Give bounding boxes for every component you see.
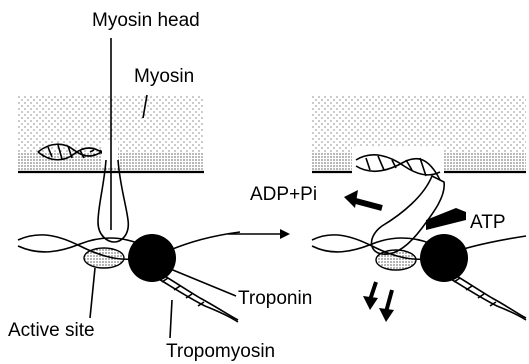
troponin-right (420, 234, 468, 282)
active-site-leader (90, 268, 95, 318)
actin-filament-right (312, 235, 526, 320)
actin-filament-left (18, 232, 240, 322)
movement-arrows (363, 282, 394, 322)
tropomyosin-leader (170, 300, 172, 338)
label-myosin-head: Myosin head (92, 10, 200, 31)
myosin-neck-right (352, 146, 444, 190)
active-site-right (376, 250, 416, 270)
left-panel (18, 38, 240, 322)
label-atp: ATP (470, 212, 506, 233)
label-active-site: Active site (8, 320, 95, 341)
troponin-leader (168, 268, 236, 296)
right-panel (312, 95, 526, 322)
label-tropomyosin: Tropomyosin (166, 341, 275, 362)
label-myosin: Myosin (134, 66, 194, 87)
atp-arrow (426, 208, 466, 230)
active-site-left (84, 248, 124, 268)
label-adp-pi: ADP+Pi (250, 184, 317, 205)
adp-pi-arrow (344, 190, 382, 208)
label-troponin: Troponin (238, 288, 312, 309)
troponin-left (128, 234, 176, 282)
transition-arrow (228, 229, 290, 239)
